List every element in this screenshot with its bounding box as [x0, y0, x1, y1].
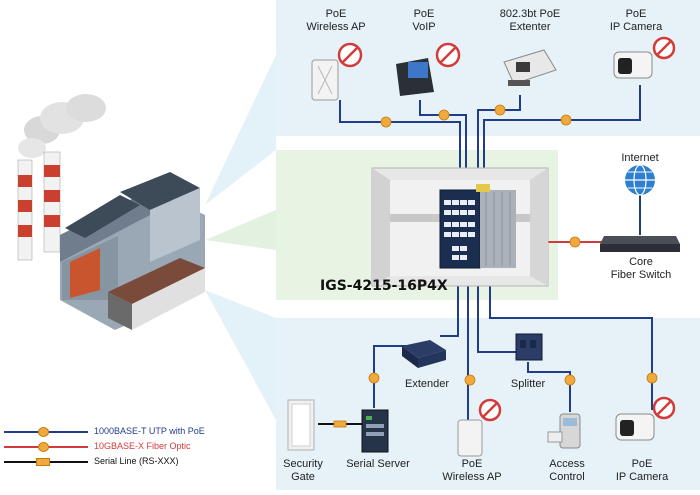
- legend-badge: [38, 442, 49, 452]
- label-line: Security: [283, 458, 323, 470]
- factory-illustration: [17, 94, 205, 330]
- label-line: IP Camera: [609, 21, 663, 33]
- label-extender: Extender: [394, 378, 460, 391]
- label-access-control: Access Control: [534, 458, 600, 484]
- wireless-ap-icon: [311, 42, 363, 101]
- label-serial-server: Serial Server: [336, 458, 420, 471]
- callout-wedge-middle: [205, 210, 276, 250]
- ip-camera-icon: [613, 36, 676, 79]
- security-gate-icon: [287, 399, 315, 451]
- label-top-extender: 802.3bt PoE Extenter: [490, 8, 570, 34]
- poe-badges: [333, 104, 658, 428]
- label-line: Internet: [621, 152, 659, 164]
- legend-label: 10GBASE-X Fiber Optic: [94, 441, 191, 451]
- switch-model-name: IGS-4215-16P4X: [320, 278, 448, 294]
- label-bottom-camera: PoE IP Camera: [604, 458, 680, 484]
- line-top-wireless-ap: [339, 100, 461, 192]
- voip-phone-icon: [396, 42, 461, 96]
- label-line: Wireless AP: [442, 471, 502, 483]
- label-line: Wireless AP: [306, 21, 366, 33]
- label-bottom-wireless-ap: PoE Wireless AP: [430, 458, 514, 484]
- line-splitter-access: [527, 362, 571, 412]
- label-line: Core: [629, 256, 653, 268]
- label-internet: Internet: [610, 152, 670, 165]
- ip-camera-bottom-icon: [615, 396, 676, 441]
- core-fiber-switch-icon: [600, 236, 680, 252]
- line-bottom-camera: [489, 268, 653, 410]
- label-line: Fiber Switch: [610, 269, 672, 281]
- callout-wedge-bottom: [205, 290, 276, 420]
- internet-globe-icon: [625, 164, 655, 196]
- label-top-voip: PoE VoIP: [384, 8, 464, 34]
- wireless-ap-bottom-icon: [457, 398, 502, 457]
- label-line: PoE: [631, 458, 653, 470]
- poe-extender-device-icon: [503, 49, 557, 86]
- label-line: Access: [549, 458, 585, 470]
- access-control-icon: [547, 413, 581, 449]
- label-line: VoIP: [412, 21, 436, 33]
- label-line: PoE: [325, 8, 347, 20]
- label-line: Extenter: [509, 21, 551, 33]
- poe-splitter-icon: [515, 333, 543, 361]
- industrial-switch-icon: [439, 184, 516, 269]
- poe-extender-icon: [402, 340, 446, 368]
- label-line: Extender: [404, 378, 450, 390]
- label-line: Serial Server: [346, 458, 410, 470]
- label-top-wireless-ap: PoE Wireless AP: [296, 8, 376, 34]
- callout-wedge-top: [205, 55, 276, 205]
- label-line: PoE: [625, 8, 647, 20]
- line-bottom-extender: [440, 268, 459, 337]
- label-line: 802.3bt PoE: [499, 8, 561, 20]
- label-splitter: Splitter: [498, 378, 558, 391]
- legend-label: Serial Line (RS-XXX): [94, 456, 179, 466]
- legend-badge: [38, 427, 49, 437]
- legend-label: 1000BASE-T UTP with PoE: [94, 426, 205, 436]
- legend-item-utp: 1000BASE-T UTP with PoE: [4, 424, 274, 439]
- label-line: Splitter: [510, 378, 546, 390]
- line-bottom-splitter: [477, 268, 516, 353]
- legend-item-fiber: 10GBASE-X Fiber Optic: [4, 439, 274, 454]
- label-security-gate: Security Gate: [270, 458, 336, 484]
- label-line: Gate: [291, 471, 315, 483]
- legend: 1000BASE-T UTP with PoE 10GBASE-X Fiber …: [4, 424, 274, 469]
- legend-item-serial: Serial Line (RS-XXX): [4, 454, 274, 469]
- label-line: IP Camera: [615, 471, 669, 483]
- label-line: Control: [549, 471, 585, 483]
- label-line: PoE: [413, 8, 435, 20]
- legend-badge: [36, 458, 50, 466]
- label-top-camera: PoE IP Camera: [596, 8, 676, 34]
- label-line: PoE: [461, 458, 483, 470]
- label-core-switch: Core Fiber Switch: [596, 256, 686, 282]
- serial-server-icon: [361, 409, 389, 453]
